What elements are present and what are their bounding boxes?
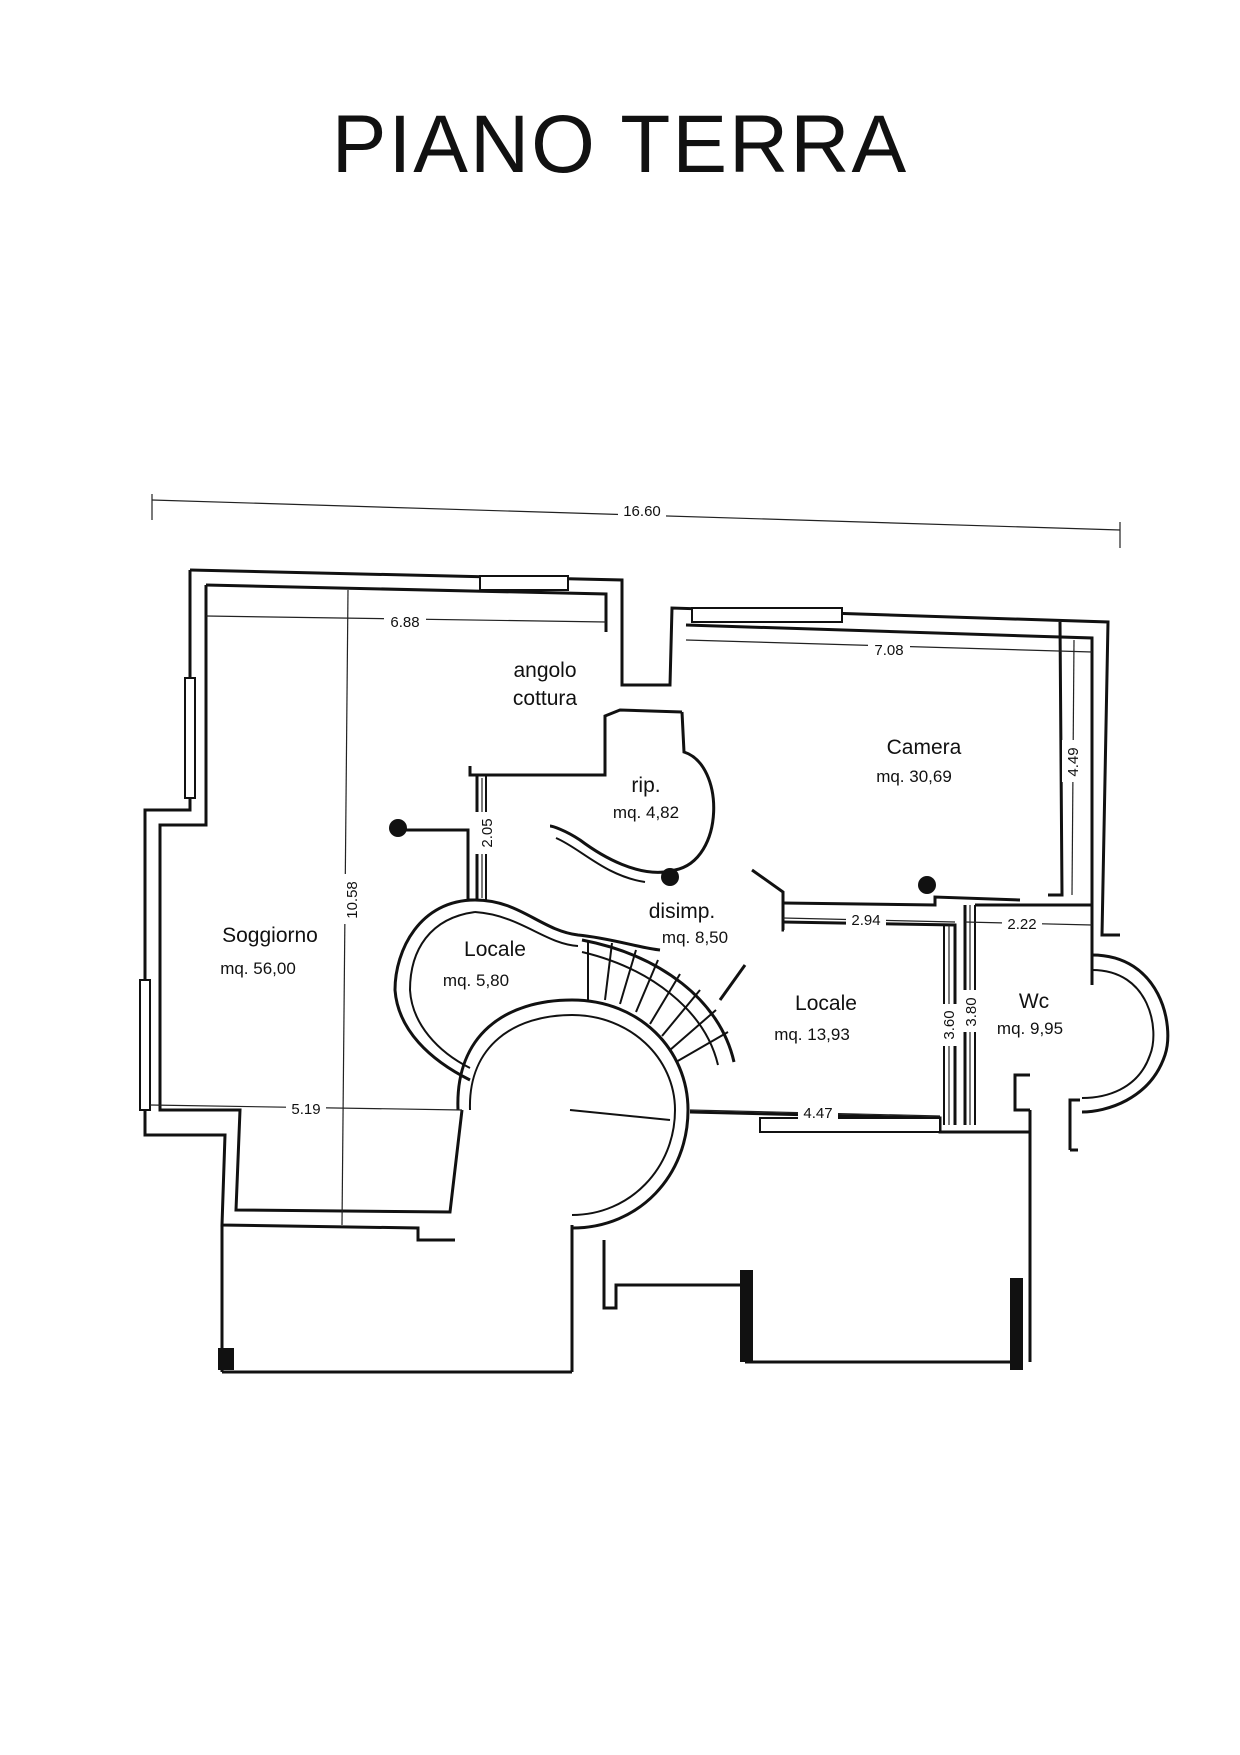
page-title: PIANO TERRA bbox=[331, 99, 909, 190]
locale-small-area: mq. 5,80 bbox=[443, 971, 509, 990]
overall-width-label: 16.60 bbox=[623, 503, 661, 520]
room-labels: angolo cottura rip. mq. 4,82 Camera mq. … bbox=[220, 659, 1063, 1044]
dim-locale-bottom: 4.47 bbox=[803, 1105, 832, 1122]
pillar bbox=[740, 1270, 753, 1362]
columns bbox=[218, 819, 1023, 1370]
column-marker bbox=[389, 819, 407, 837]
rip-label: rip. bbox=[631, 774, 660, 797]
dim-wc-height: 3.80 bbox=[963, 997, 980, 1026]
camera-area: mq. 30,69 bbox=[876, 767, 952, 786]
rip-area: mq. 4,82 bbox=[613, 803, 679, 822]
interior-walls bbox=[393, 621, 1170, 1230]
wc-area: mq. 9,95 bbox=[997, 1019, 1063, 1038]
dim-soggiorno-top: 6.88 bbox=[390, 614, 419, 631]
outer-walls bbox=[143, 568, 1120, 1374]
overall-dimension: 16.60 bbox=[151, 494, 1121, 548]
angolo-label-line2: cottura bbox=[513, 687, 578, 710]
dimension-lines: 6.88 5.19 10.58 2.05 7.08 4.49 2.94 2.22… bbox=[149, 589, 1093, 1226]
dim-camera-height: 4.49 bbox=[1065, 747, 1082, 776]
column-marker bbox=[918, 876, 936, 894]
disimp-label: disimp. bbox=[649, 900, 716, 923]
dim-locale-height: 3.60 bbox=[941, 1010, 958, 1039]
column-marker bbox=[661, 868, 679, 886]
dim-wc-top: 2.22 bbox=[1007, 916, 1036, 933]
pillar bbox=[218, 1348, 234, 1370]
dim-soggiorno-bottom: 5.19 bbox=[291, 1101, 320, 1118]
pillar bbox=[1010, 1278, 1023, 1370]
locale-small-label: Locale bbox=[464, 938, 526, 961]
wc-label: Wc bbox=[1019, 990, 1049, 1013]
dim-corridor: 2.05 bbox=[479, 818, 496, 847]
soggiorno-area: mq. 56,00 bbox=[220, 959, 296, 978]
dim-camera-width: 7.08 bbox=[874, 642, 903, 659]
locale-large-label: Locale bbox=[795, 992, 857, 1015]
locale-large-area: mq. 13,93 bbox=[774, 1025, 850, 1044]
camera-label: Camera bbox=[887, 736, 962, 759]
angolo-label-line1: angolo bbox=[513, 659, 576, 682]
dim-soggiorno-height: 10.58 bbox=[344, 881, 361, 919]
disimp-area: mq. 8,50 bbox=[662, 928, 728, 947]
dim-locale-top: 2.94 bbox=[851, 912, 880, 929]
soggiorno-label: Soggiorno bbox=[222, 924, 318, 947]
